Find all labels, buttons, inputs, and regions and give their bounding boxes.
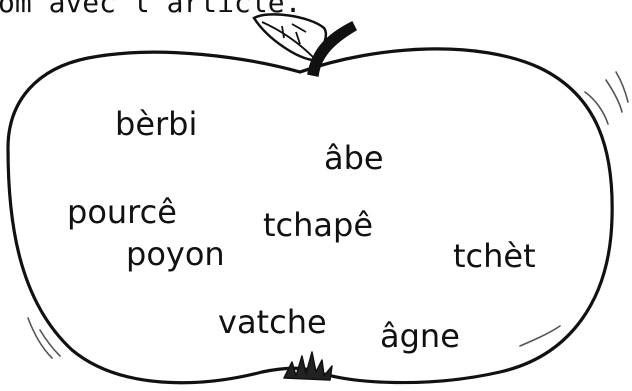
motion-marks-bottom-right <box>520 326 560 346</box>
word-tchape: tchapê <box>263 207 373 243</box>
word-pource: pourcê <box>67 194 177 230</box>
word-poyon: poyon <box>126 236 225 272</box>
word-abe: âbe <box>324 140 384 176</box>
word-berbi: bèrbi <box>115 106 197 142</box>
word-vatche: vatche <box>218 304 327 340</box>
calyx-shape <box>284 352 332 380</box>
word-agne: âgne <box>380 318 460 354</box>
word-tchet: tchèt <box>453 238 536 274</box>
motion-marks-left <box>28 318 60 358</box>
